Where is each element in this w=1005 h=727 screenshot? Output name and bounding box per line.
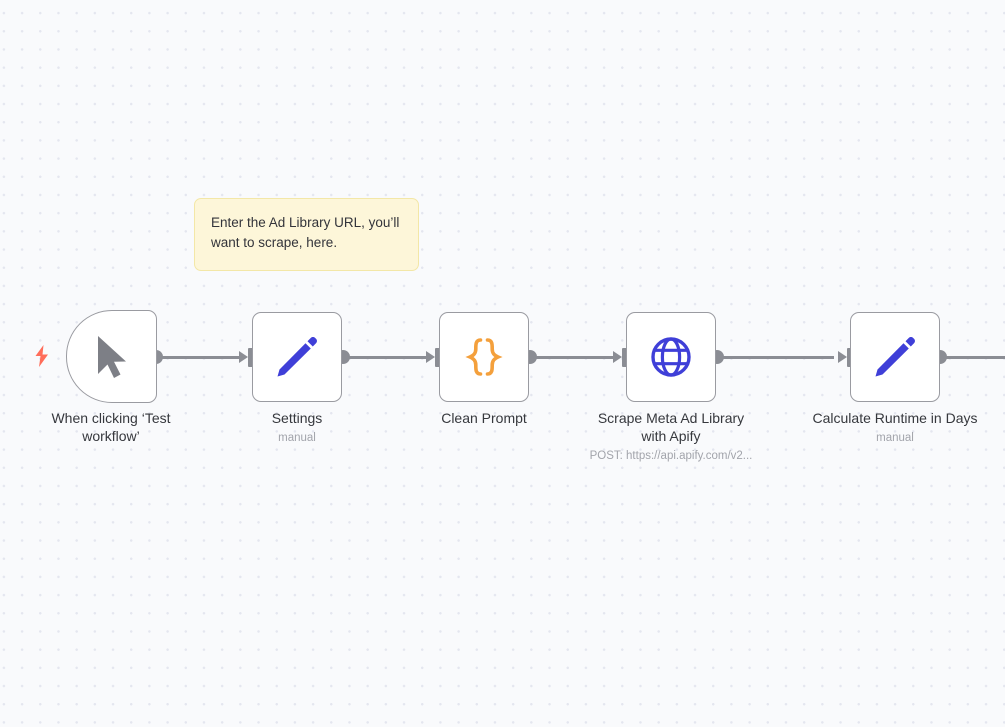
node-label-calculate-runtime: Calculate Runtime in Days [812, 410, 978, 426]
connection-clean-scrape[interactable] [534, 355, 616, 359]
node-clean-prompt[interactable] [439, 312, 529, 402]
connection-arrow-calculate [838, 351, 847, 363]
input-port-calculate[interactable] [847, 347, 852, 367]
node-label-settings: Settings [271, 410, 323, 426]
node-subtitle-settings: manual [278, 432, 316, 444]
node-label-clean-prompt: Clean Prompt [441, 410, 527, 426]
connection-trigger-settings[interactable] [160, 355, 242, 359]
input-port-settings[interactable] [248, 347, 253, 367]
node-scrape-meta-ad-library[interactable] [626, 312, 716, 402]
globe-icon [648, 334, 694, 380]
connection-settings-clean[interactable] [347, 355, 429, 359]
node-subtitle-scrape-meta-ad-library: POST: https://api.apify.com/v2... [589, 450, 753, 462]
pencil-icon [872, 334, 918, 380]
connection-scrape-calculate[interactable] [721, 355, 834, 359]
node-calculate-runtime-in-days[interactable] [850, 312, 940, 402]
connection-calculate-offscreen[interactable] [944, 355, 1005, 359]
node-label-scrape-meta-ad-library: Scrape Meta Ad Library with Apify [597, 410, 745, 444]
sticky-note-text: Enter the Ad Library URL, you’ll want to… [211, 215, 400, 250]
connection-arrow-scrape [613, 351, 622, 363]
pencil-icon [274, 334, 320, 380]
node-label-trigger: When clicking ‘Test workflow’ [51, 410, 171, 444]
connection-arrow-clean [426, 351, 435, 363]
node-when-clicking-test-workflow[interactable] [66, 310, 157, 403]
cursor-pointer-icon [91, 333, 133, 381]
curly-braces-icon [461, 334, 507, 380]
input-port-clean-prompt[interactable] [435, 347, 440, 367]
sticky-note[interactable]: Enter the Ad Library URL, you’ll want to… [194, 198, 419, 271]
node-subtitle-calculate-runtime: manual [876, 432, 914, 444]
node-settings[interactable] [252, 312, 342, 402]
connection-arrow-settings [239, 351, 248, 363]
lightning-bolt-icon [35, 345, 48, 367]
input-port-scrape[interactable] [622, 347, 627, 367]
